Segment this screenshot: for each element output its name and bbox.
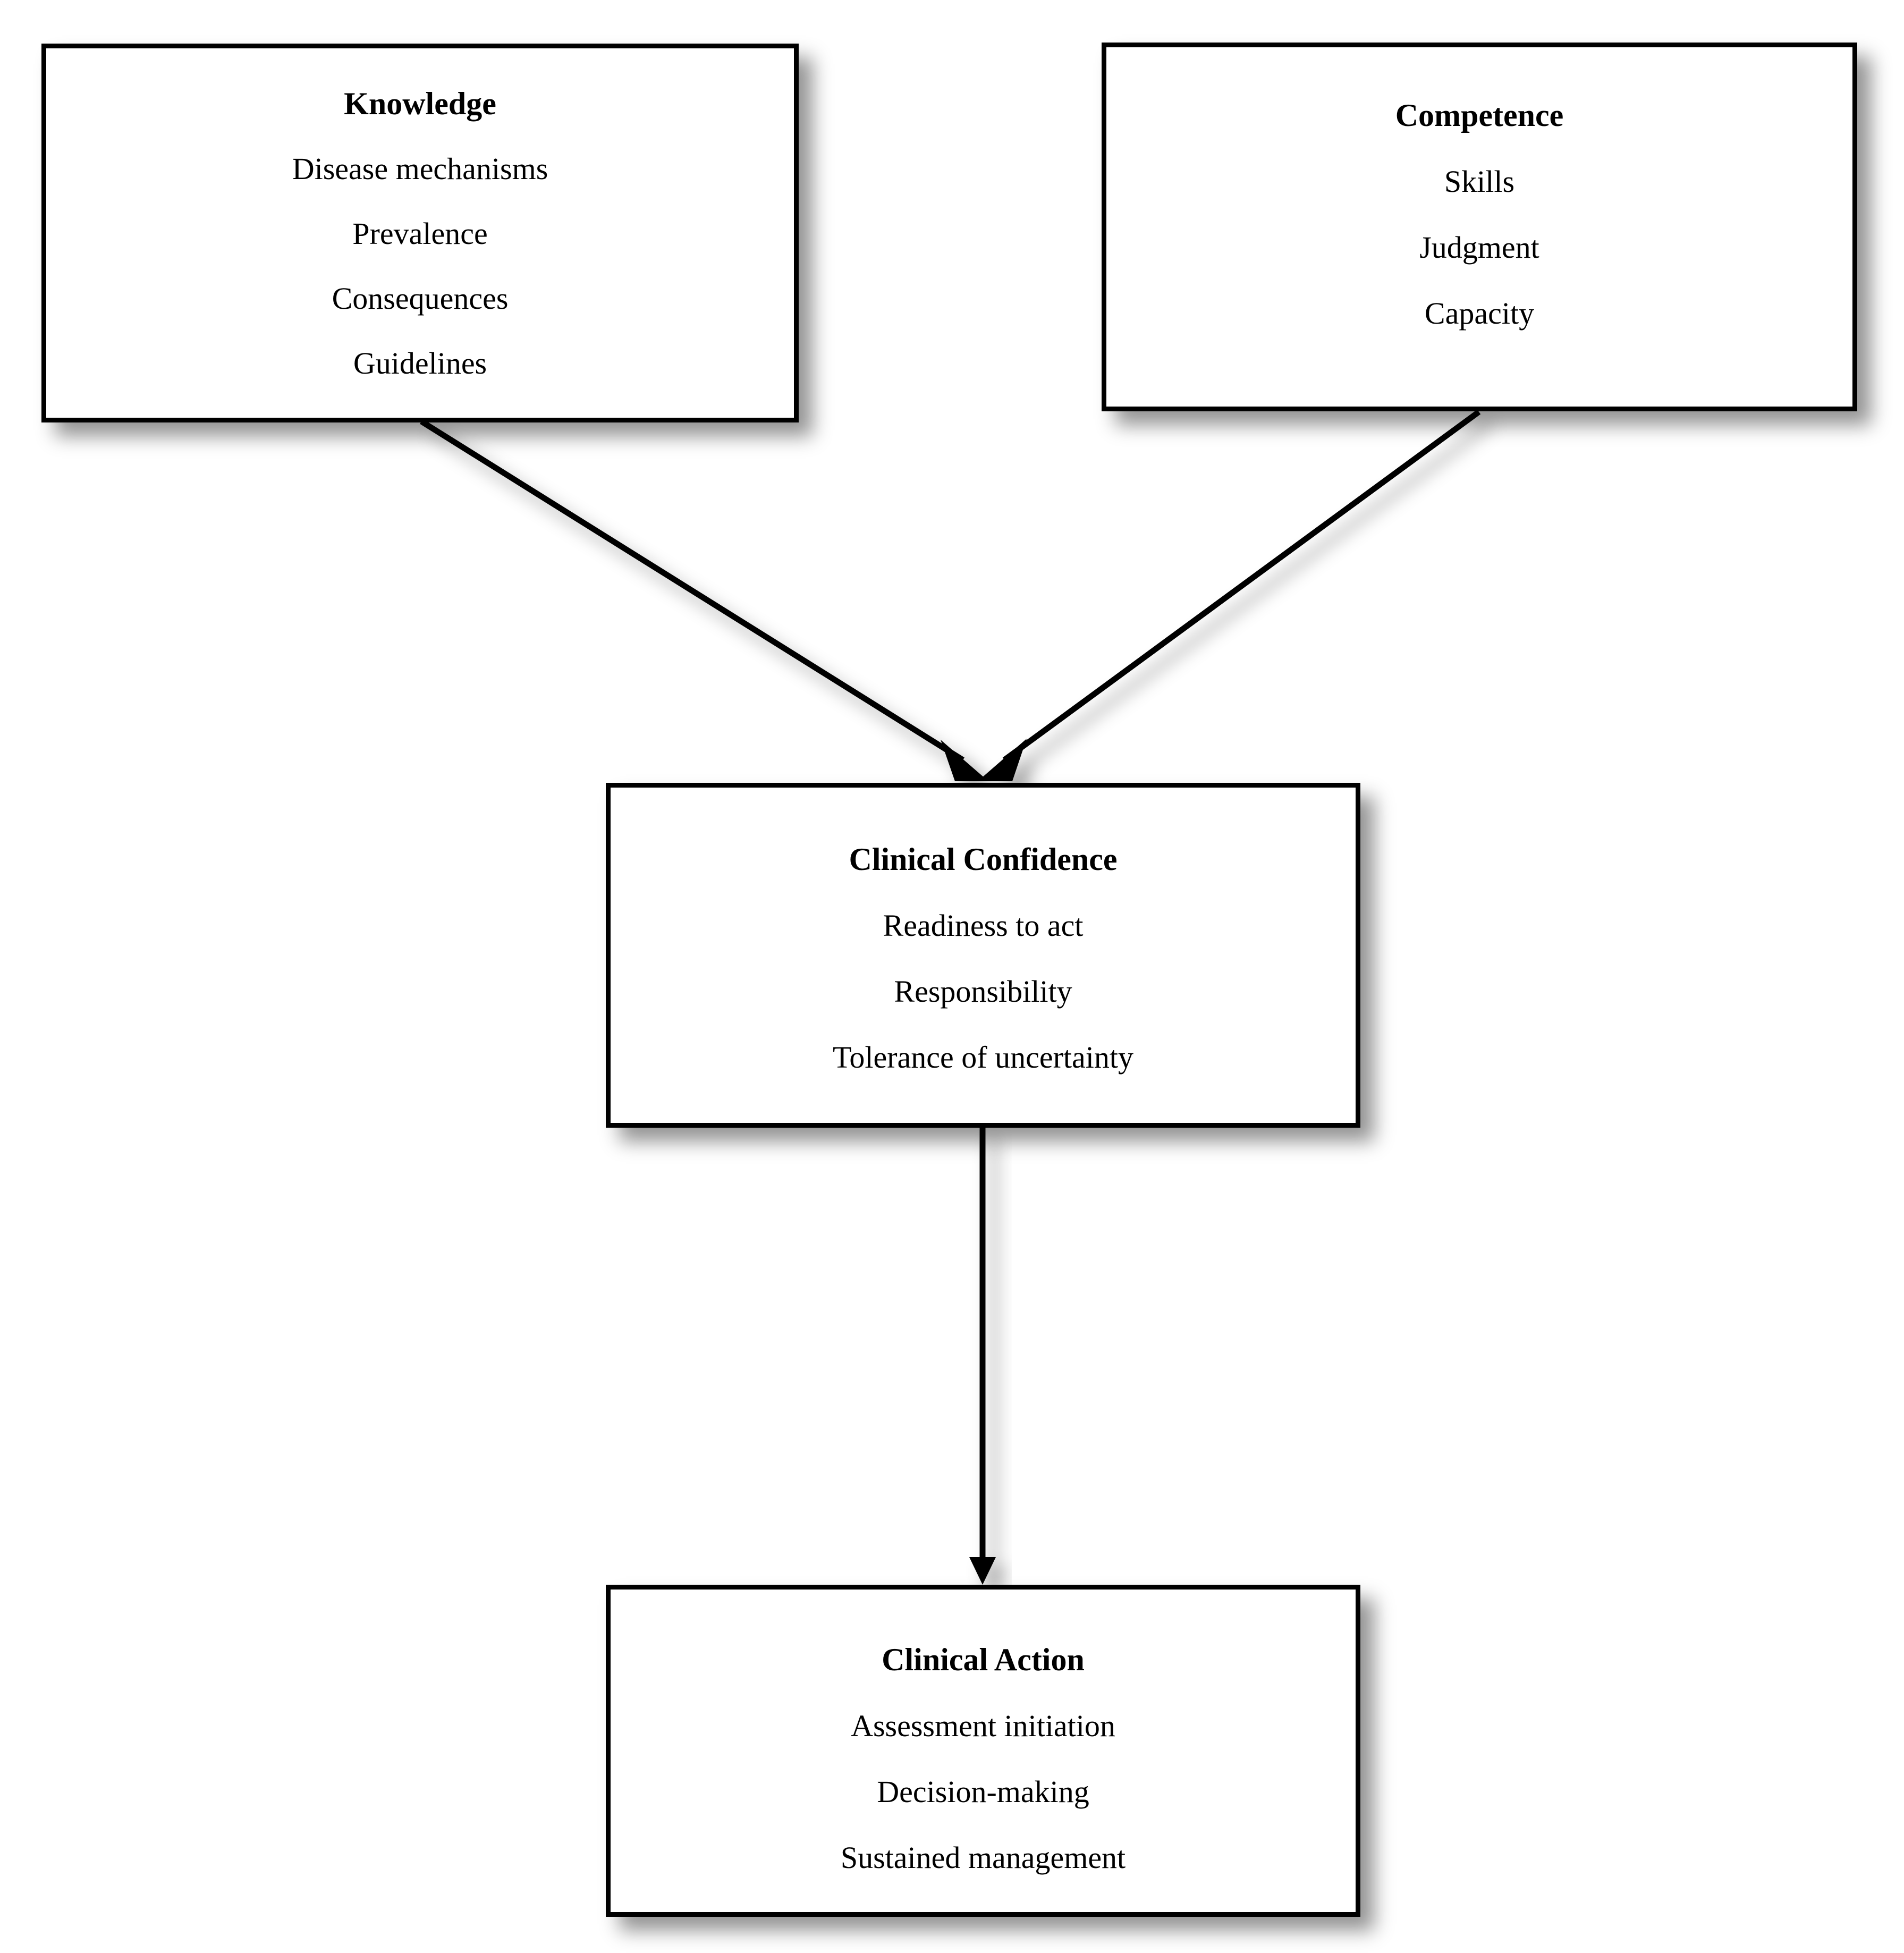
- node-clinical-action-item-2: Sustained management: [840, 1840, 1126, 1875]
- node-competence-item-1: Judgment: [1419, 230, 1539, 265]
- node-competence[interactable]: Competence Skills Judgment Capacity: [1102, 43, 1857, 411]
- node-knowledge-item-3: Guidelines: [353, 346, 487, 381]
- node-clinical-confidence-title: Clinical Confidence: [849, 842, 1118, 877]
- node-clinical-confidence-item-0: Readiness to act: [883, 908, 1084, 943]
- arrow-confidence-to-action: [969, 1128, 996, 1585]
- node-knowledge-item-0: Disease mechanisms: [292, 151, 548, 186]
- arrow-competence-to-confidence: [978, 409, 1481, 781]
- node-competence-title: Competence: [1395, 98, 1564, 133]
- node-clinical-action-item-1: Decision-making: [877, 1774, 1089, 1809]
- node-clinical-action[interactable]: Clinical Action Assessment initiation De…: [606, 1585, 1360, 1917]
- node-knowledge-title: Knowledge: [344, 86, 496, 121]
- node-competence-item-0: Skills: [1444, 164, 1515, 199]
- node-knowledge-item-2: Consequences: [332, 281, 509, 316]
- node-clinical-action-item-0: Assessment initiation: [851, 1709, 1115, 1743]
- node-clinical-confidence-item-2: Tolerance of uncertainty: [833, 1040, 1133, 1075]
- node-clinical-action-title: Clinical Action: [882, 1642, 1085, 1677]
- node-knowledge-item-1: Prevalence: [352, 216, 488, 251]
- node-clinical-confidence[interactable]: Clinical Confidence Readiness to act Res…: [606, 783, 1360, 1128]
- node-competence-item-2: Capacity: [1424, 296, 1535, 331]
- node-knowledge[interactable]: Knowledge Disease mechanisms Prevalence …: [41, 44, 799, 422]
- arrow-knowledge-to-confidence: [420, 419, 988, 781]
- node-clinical-confidence-item-1: Responsibility: [894, 974, 1072, 1009]
